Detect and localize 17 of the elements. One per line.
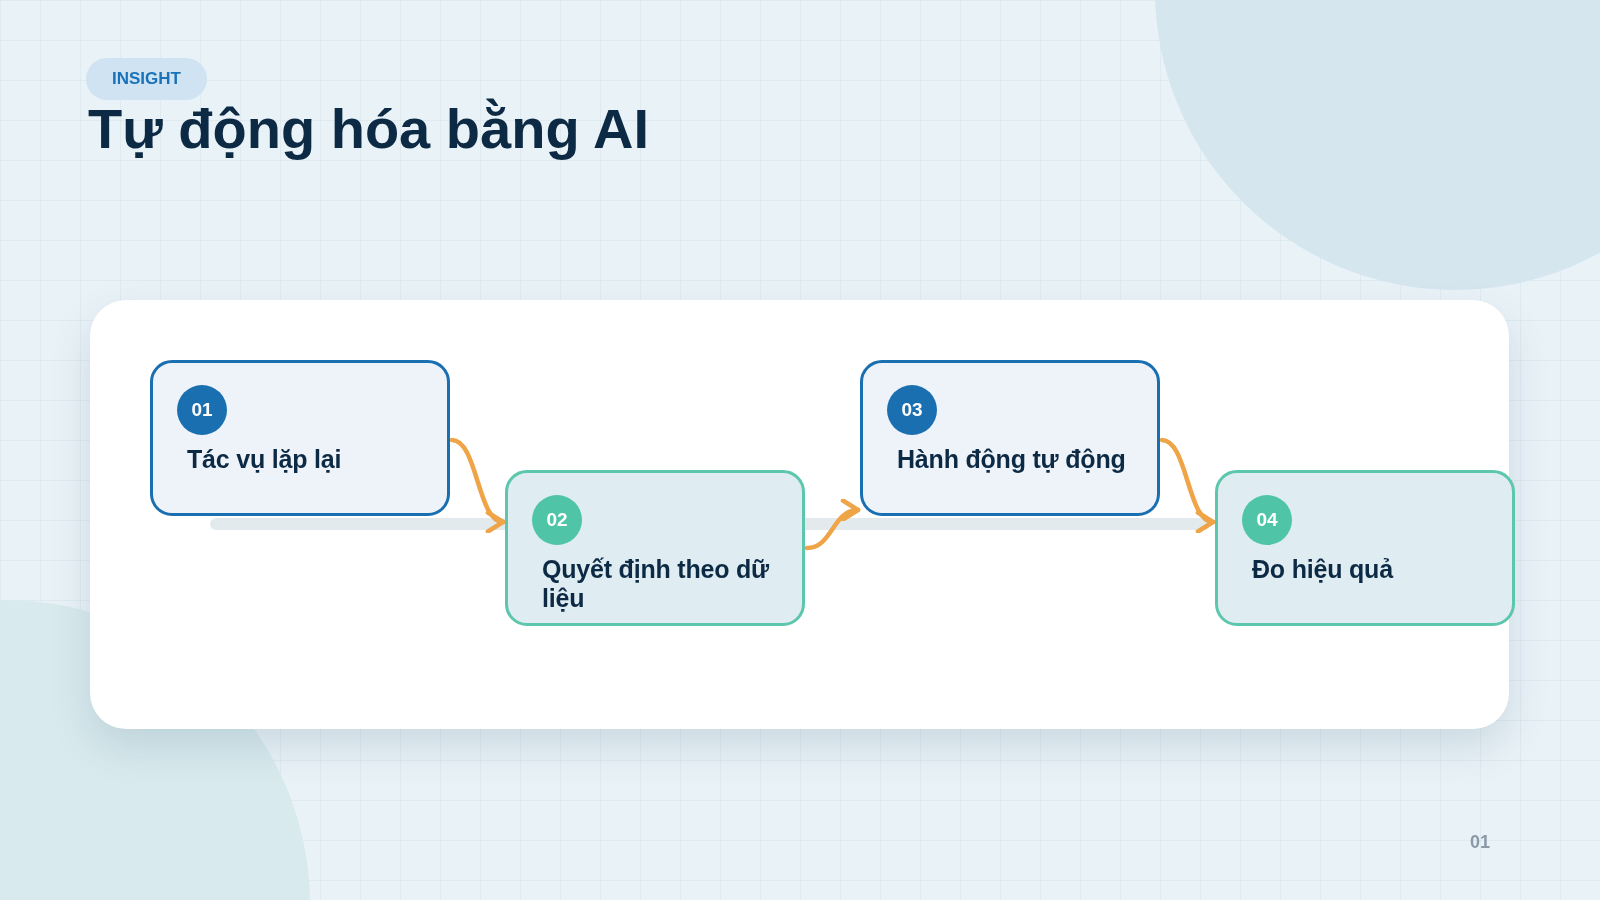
- curved-arrow: [1159, 437, 1216, 530]
- step-number-badge: 03: [887, 385, 937, 435]
- curved-arrow: [804, 500, 861, 551]
- step-label: Hành động tự động: [897, 445, 1127, 474]
- page-number: 01: [1469, 832, 1490, 853]
- step-box: [860, 360, 1160, 516]
- step-box: [505, 470, 805, 626]
- eyebrow-tag: INSIGHT: [86, 58, 207, 100]
- step-label: Quyết định theo dữ liệu: [542, 555, 770, 613]
- step-box: [1215, 470, 1515, 626]
- step-label: Tác vụ lặp lại: [187, 445, 343, 474]
- step-box: [150, 360, 450, 516]
- curved-arrow: [449, 437, 506, 530]
- step-label: Đo hiệu quả: [1252, 555, 1395, 584]
- step-number-badge: 02: [532, 495, 582, 545]
- step-number-badge: 04: [1242, 495, 1292, 545]
- step-number-badge: 01: [177, 385, 227, 435]
